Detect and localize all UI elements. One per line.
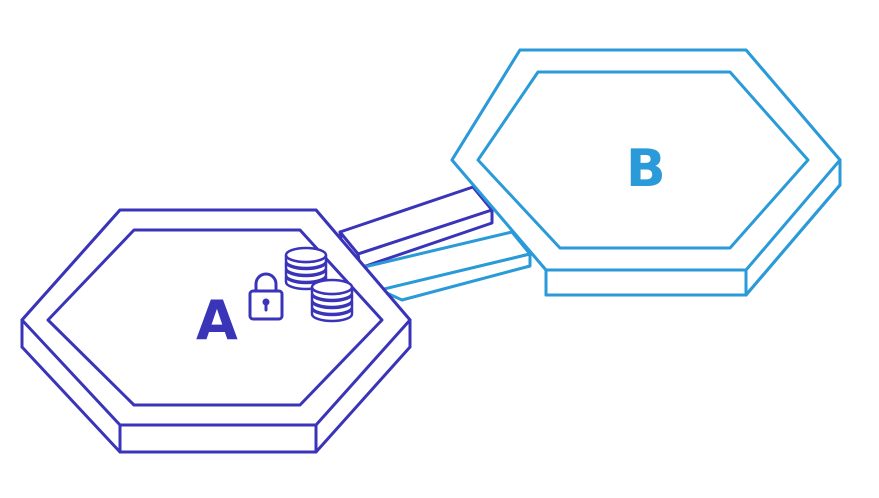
platform-b-label: B — [626, 139, 666, 199]
coin-stack-icon — [284, 246, 328, 291]
platform-b — [450, 48, 842, 297]
coin-stack-icon — [310, 278, 354, 323]
bridge-plank-lower — [358, 230, 532, 302]
bridge — [338, 185, 532, 302]
platform-a-label: A — [196, 289, 238, 352]
lock-icon — [248, 272, 284, 321]
